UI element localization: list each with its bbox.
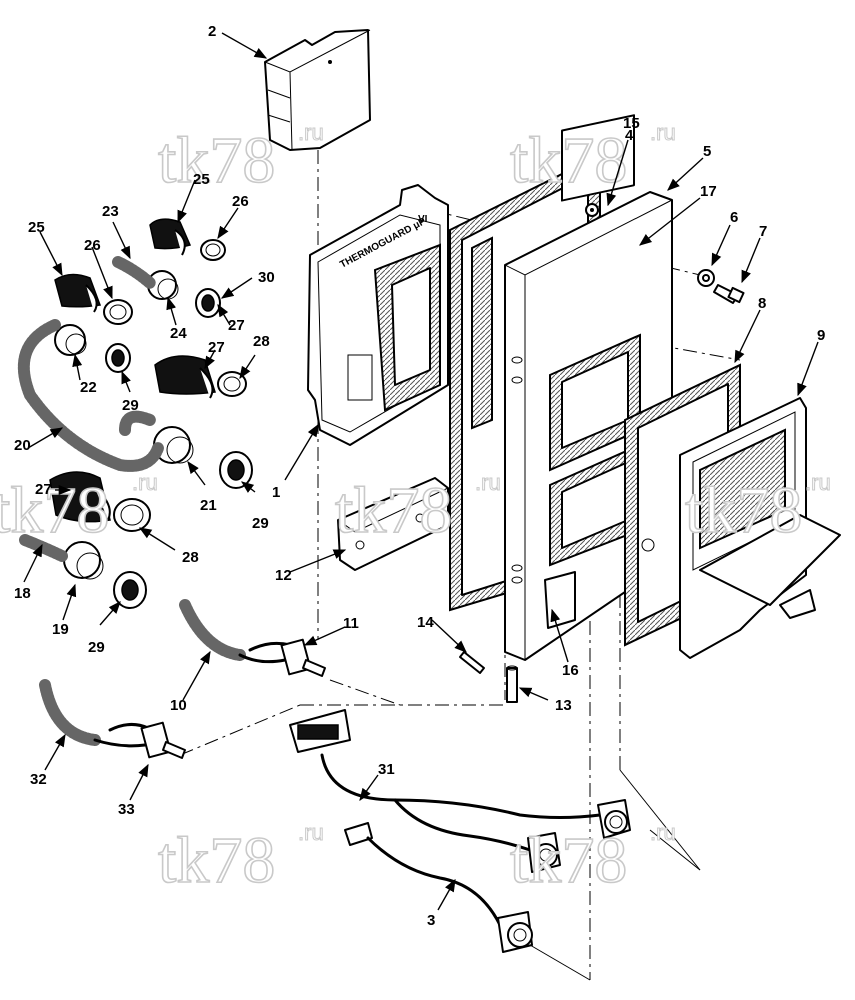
callout-23: 23 [102,203,119,220]
callout-2: 2 [208,23,216,40]
callout-21: 21 [200,497,217,514]
callout-18: 18 [14,585,31,602]
callout-29: 29 [252,515,269,532]
callout-8: 8 [758,295,766,312]
callout-25: 25 [193,171,210,188]
callout-12: 12 [275,567,292,584]
panel-version-label: VI [418,214,428,225]
watermark-text: tk78 [685,474,802,547]
watermark-suffix: .ru [298,820,324,845]
callout-14: 14 [417,614,434,631]
watermark-suffix: .ru [650,120,676,145]
callout-33: 33 [118,801,135,818]
callout-28: 28 [253,333,270,350]
watermarks: tk78 .ru tk78 .ru tk78 .ru tk78 .ru tk78… [0,120,831,898]
control-module-box [264,29,371,151]
washer-and-screw [697,269,745,304]
watermark-text: tk78 [158,824,275,897]
switch-harness-10 [179,599,326,677]
watermark-suffix: .ru [475,470,501,495]
callout-1: 1 [272,484,280,501]
leader-arrows [23,32,819,911]
callout-26: 26 [232,193,249,210]
callout-5: 5 [703,143,711,160]
watermark-suffix: .ru [298,120,324,145]
connector-group-mid-left [54,273,133,373]
callout-16: 16 [562,662,579,679]
watermark-text: tk78 [510,824,627,897]
callout-27: 27 [208,339,225,356]
display-housing: THERMOGUARD μP VI [307,184,449,446]
watermark-text: tk78 [335,474,452,547]
callout-7: 7 [759,223,767,240]
watermark-text: tk78 [0,474,109,547]
callout-11: 11 [343,615,359,632]
callout-25: 25 [28,219,45,236]
window-frame [679,397,841,659]
callout-labels: 1 2 3 4 5 6 7 8 9 10 11 12 13 14 15 16 1… [14,23,825,929]
watermark-text: tk78 [510,124,627,197]
callout-29: 29 [122,397,139,414]
watermark-text: tk78 [158,124,275,197]
watermark-suffix: .ru [805,470,831,495]
callout-6: 6 [730,209,738,226]
callout-20: 20 [14,437,31,454]
callout-24: 24 [170,325,187,342]
mounting-bracket [337,477,449,571]
watermark-suffix: .ru [650,820,676,845]
callout-9: 9 [817,327,825,344]
callout-13: 13 [555,697,572,714]
callout-19: 19 [52,621,69,638]
hinge-pin-parts [459,651,518,703]
switch-harness-32 [39,679,186,759]
callout-15: 15 [623,115,640,132]
callout-22: 22 [80,379,97,396]
callout-31: 31 [378,761,395,778]
connector-group-top [112,218,226,318]
callout-27: 27 [35,481,52,498]
callout-27: 27 [228,317,245,334]
callout-29: 29 [88,639,105,656]
connector-group-lower [19,471,151,609]
callout-28: 28 [182,549,199,566]
callout-3: 3 [427,912,435,929]
callout-4: 4 [625,127,634,144]
harness-31 [289,709,631,873]
callout-10: 10 [170,697,187,714]
watermark-suffix: .ru [132,470,158,495]
callout-30: 30 [258,269,275,286]
callout-17: 17 [700,183,717,200]
harness-3 [344,822,533,953]
callout-32: 32 [30,771,47,788]
callout-26: 26 [84,237,101,254]
connector-group-mid [153,355,253,489]
